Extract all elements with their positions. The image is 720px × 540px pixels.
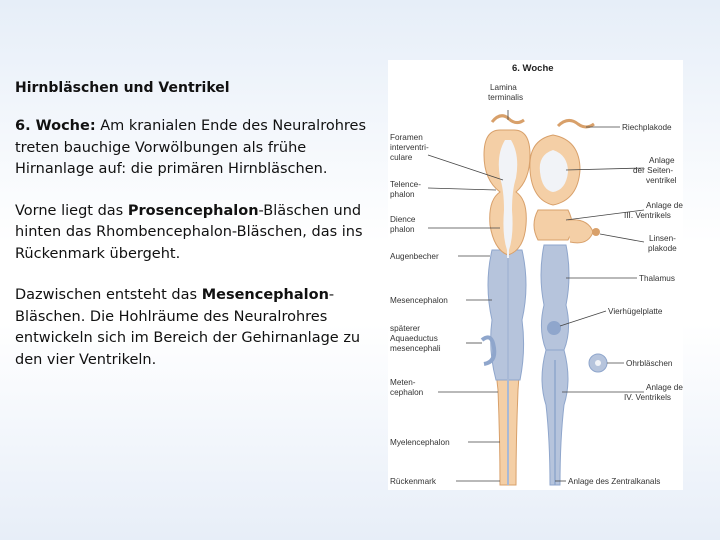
label-thalamus: Thalamus [639,274,675,283]
label-linsenplakode: Linsen- plakode [648,234,678,253]
paragraph-mesencephalon-pre: Dazwischen entsteht das [15,287,202,303]
label-vierhuegelplatte: Vierhügelplatte [608,307,663,316]
label-foramen-interventriculare: Foramen interventri- culare [390,133,431,162]
leader-lines [427,110,645,482]
text-column: Hirnbläschen und Ventrikel 6. Woche: Am … [15,78,375,391]
slide-heading: Hirnbläschen und Ventrikel [15,80,230,96]
label-fourth-ventricle: Anlage des IV. Ventrikels [624,383,683,402]
diencephalon-shape [533,209,573,241]
label-seitenventrikel: Anlage der Seiten- ventrikel [633,156,677,185]
figure-title: 6. Woche [512,63,554,74]
embryo-brain-figure: 6. Woche Lamina terminalis Foramen inter… [388,60,683,490]
label-augenbecher: Augenbecher [390,252,439,261]
paragraph-prosencephalon-text: -Bläschen und hinten das Rhombencephalon… [15,202,363,262]
label-mesencephalon: Mesencephalon [390,296,448,305]
label-metencephalon: Meten- cephalon [390,378,424,397]
paragraph-week-6: 6. Woche: Am kranialen Ende des Neuralro… [15,116,375,181]
label-myelencephalon: Myelencephalon [390,438,450,447]
neural-tube-section [480,114,531,486]
label-lamina-terminalis: Lamina terminalis [488,83,523,102]
eye-cup-shape [567,219,594,244]
leader-third-ventricle [565,209,645,221]
label-rueckenmark: Rückenmark [390,477,437,486]
label-zentralkanal: Anlage des Zentralkanals [568,477,660,486]
label-third-ventricle: Anlage des III. Ventrikels [624,201,683,220]
paragraph-mesencephalon-text: -Bläschen. Die Hohlräume des Neuralrohre… [15,287,361,368]
lateral-ventricle-lumen [539,150,568,192]
leader-foramen [427,154,504,181]
prosencephalon-term: Prosencephalon [127,202,259,219]
otic-vesicle-core [595,360,601,366]
paragraph-week-6-text: Am kranialen Ende des Neuralrohres trete… [15,118,367,177]
leader-telencephalon [427,187,497,191]
brain-vesicles-illustration: 6. Woche Lamina terminalis Foramen inter… [390,63,683,486]
label-aquaeductus: späterer Aquaeductus mesencephali [390,324,441,353]
tectum-shape [547,321,561,335]
label-telencephalon: Telence- phalon [390,180,423,199]
mesencephalon-term: Mesencephalon [201,287,329,303]
label-ohrblaeschen: Ohrbläschen [626,359,673,368]
label-riechplakode: Riechplakode [622,123,672,132]
paragraph-week-6-label: 6. Woche: [15,118,96,134]
frontal-section [529,119,608,486]
paragraph-prosencephalon: Vorne liegt das Prosencephalon-Bläschen … [15,201,375,266]
olfactory-plakode-shape [556,119,595,129]
leader-lens [599,233,645,243]
paragraph-prosencephalon-pre: Vorne liegt das [15,202,128,219]
label-diencephalon: Dience phalon [390,215,418,234]
aqueduct-shape [480,335,497,366]
leader-tectum [559,310,607,327]
paragraph-mesencephalon: Dazwischen entsteht das Mesencephalon-Bl… [15,285,375,371]
leader-lateral-ventricle [565,167,645,171]
lens-plakode-shape [592,228,600,236]
